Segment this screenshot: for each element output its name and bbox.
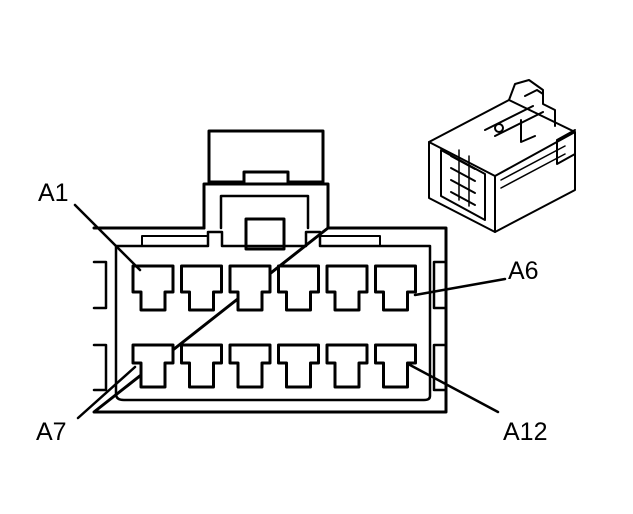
housing-inner xyxy=(114,230,432,402)
cavity-a1 xyxy=(131,264,175,312)
cavity-a4 xyxy=(277,264,320,312)
leader-a12 xyxy=(408,363,500,414)
leader-lines xyxy=(73,203,507,420)
connector-body xyxy=(92,129,448,414)
cavity-a12 xyxy=(374,343,417,389)
pin-label-a6: A6 xyxy=(508,257,539,285)
cavity-a8 xyxy=(180,343,223,389)
pin-label-a12: A12 xyxy=(503,418,548,446)
cavity-a7 xyxy=(131,343,175,389)
latch-window xyxy=(244,217,286,251)
pin-label-a1: A1 xyxy=(38,179,69,207)
leader-a7 xyxy=(76,365,137,420)
cavity-a10 xyxy=(277,343,320,389)
connector-3d-view xyxy=(428,79,576,233)
pin-label-a7: A7 xyxy=(36,418,67,446)
cavity-a2 xyxy=(180,264,223,312)
cavity-a11 xyxy=(325,343,369,389)
cavity-a3 xyxy=(228,264,272,312)
leader-a6 xyxy=(413,277,507,297)
terminal-cavities xyxy=(131,264,417,389)
leader-a1 xyxy=(73,203,142,272)
cavity-a5 xyxy=(325,264,369,312)
cavity-a9 xyxy=(228,343,272,389)
cavity-a6 xyxy=(374,264,417,312)
